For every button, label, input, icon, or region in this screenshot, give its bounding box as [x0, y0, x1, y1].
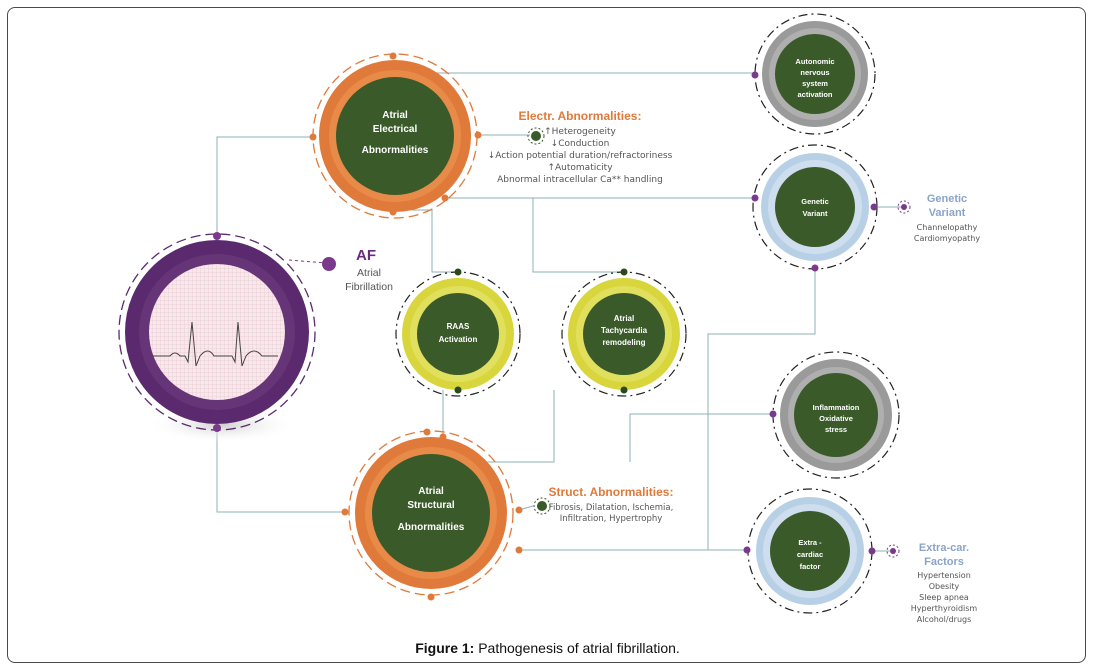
struct-abnormalities: Struct. Abnormalities: Fibrosis, Dilatat…: [533, 485, 674, 524]
extra-factors-item-0: Hypertension: [917, 571, 971, 580]
extra-factors-item-1: Obesity: [929, 582, 960, 591]
electr-item-2: ↓Action potential duration/refractorines…: [488, 151, 673, 161]
raas-line2: Activation: [439, 335, 478, 344]
electrical-circle: Atrial Electrical Abnormalities: [309, 52, 482, 219]
tachy-line1: Atrial: [614, 314, 634, 323]
genetic-variant-label: Genetic Variant Channelopathy Cardiomyop…: [897, 193, 980, 243]
electr-item-1: ↓Conduction: [551, 139, 610, 149]
electr-item-0: ↑Heterogeneity: [544, 127, 616, 137]
extra-factors-item-2: Sleep apnea: [919, 593, 969, 602]
tachycardia-circle: Atrial Tachycardia remodeling: [561, 268, 687, 397]
extracardiac-line3: factor: [800, 562, 821, 571]
af-label: AF Atrial Fibrillation: [288, 247, 393, 293]
caption-label: Figure 1:: [415, 640, 475, 656]
svg-text:Fibrillation: Fibrillation: [345, 281, 393, 293]
autonomic-line3: system: [802, 79, 828, 88]
genetic-circle: Genetic Variant: [751, 144, 878, 272]
extra-factors-item-4: Alcohol/drugs: [917, 615, 972, 624]
af-circle: [118, 232, 316, 443]
extra-factors-title2: Factors: [924, 556, 964, 568]
genetic-variant-item-0: Channelopathy: [917, 223, 978, 232]
autonomic-line4: activation: [797, 90, 832, 99]
genetic-line2: Variant: [802, 209, 828, 218]
inflammation-line2: Oxidative: [819, 414, 853, 423]
connector-lines: [216, 72, 902, 552]
figure-caption: Figure 1: Pathogenesis of atrial fibrill…: [0, 640, 1095, 656]
electr-title: Electr. Abnormalities:: [519, 109, 642, 123]
svg-text:Atrial: Atrial: [357, 267, 381, 279]
tachy-line3: remodeling: [602, 338, 645, 347]
structural-line1: Atrial: [418, 486, 444, 497]
af-subtitle-1: Atrial: [357, 267, 381, 279]
tachy-line2: Tachycardia: [601, 326, 648, 335]
struct-line2: Infiltration, Hypertrophy: [560, 514, 663, 524]
structural-line3: Abnormalities: [398, 522, 465, 533]
inflammation-line1: Inflammation: [813, 403, 860, 412]
af-title: AF: [356, 247, 376, 264]
extracardiac-circle: Extra - cardiac factor: [743, 488, 876, 614]
raas-line1: RAAS: [447, 322, 470, 331]
struct-title: Struct. Abnormalities:: [549, 485, 674, 499]
inflammation-circle: Inflammation Oxidative stress: [769, 351, 900, 479]
extra-factors-label: Extra-car. Factors Hypertension Obesity …: [886, 542, 978, 624]
extracardiac-line2: cardiac: [797, 550, 823, 559]
electrical-line3: Abnormalities: [362, 145, 429, 156]
genetic-line1: Genetic: [801, 197, 829, 206]
inflammation-line3: stress: [825, 425, 847, 434]
electr-item-3: ↑Automaticity: [547, 163, 613, 173]
af-subtitle-2: Fibrillation: [345, 281, 393, 293]
struct-line1: Fibrosis, Dilatation, Ischemia,: [549, 503, 674, 513]
autonomic-circle: Autonomic nervous system activation: [751, 13, 876, 135]
electr-abnormalities: Electr. Abnormalities: ↑Heterogeneity ↓C…: [488, 109, 673, 185]
electr-item-4: Abnormal intracellular Ca** handling: [497, 175, 663, 185]
genetic-variant-title2: Variant: [929, 207, 966, 219]
ecg-trace-icon: [152, 321, 278, 367]
electrical-line2: Electrical: [373, 124, 418, 135]
autonomic-line2: nervous: [800, 68, 829, 77]
extracardiac-line1: Extra -: [798, 538, 822, 547]
raas-circle: RAAS Activation: [395, 268, 521, 397]
extra-factors-title1: Extra-car.: [919, 542, 969, 554]
extra-factors-item-3: Hyperthyroidism: [911, 604, 978, 613]
caption-text: Pathogenesis of atrial fibrillation.: [474, 640, 680, 656]
genetic-variant-title1: Genetic: [927, 193, 967, 205]
electrical-line1: Atrial: [382, 110, 408, 121]
structural-line2: Structural: [407, 500, 454, 511]
structural-circle: Atrial Structural Abnormalities: [341, 428, 523, 601]
genetic-variant-item-1: Cardiomyopathy: [914, 234, 980, 243]
autonomic-line1: Autonomic: [795, 57, 834, 66]
